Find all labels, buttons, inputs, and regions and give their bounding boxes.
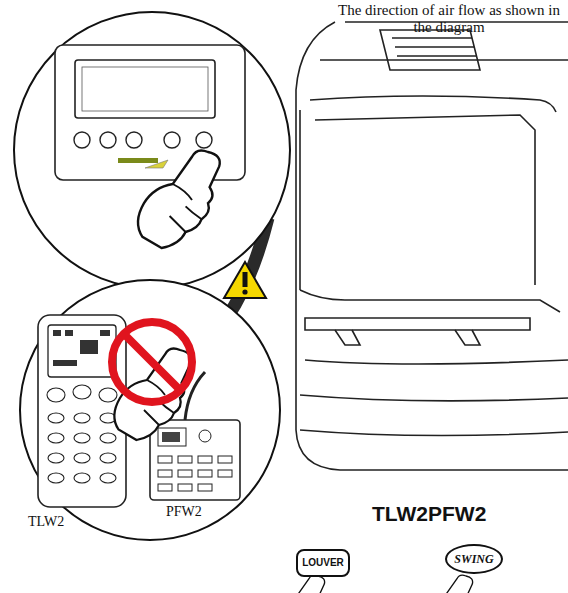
swing-button: SWING [445, 544, 502, 574]
remote-name: PFW2 [166, 504, 202, 520]
button-text: LOUVER [302, 557, 344, 568]
model-name: TLW2PFW2 [372, 502, 486, 526]
louver-button: LOUVER [296, 549, 350, 577]
note-text: The direction of air flow as shown in th… [334, 2, 564, 36]
remote-name: TLW2 [28, 514, 64, 530]
button-text: SWING [454, 552, 493, 566]
